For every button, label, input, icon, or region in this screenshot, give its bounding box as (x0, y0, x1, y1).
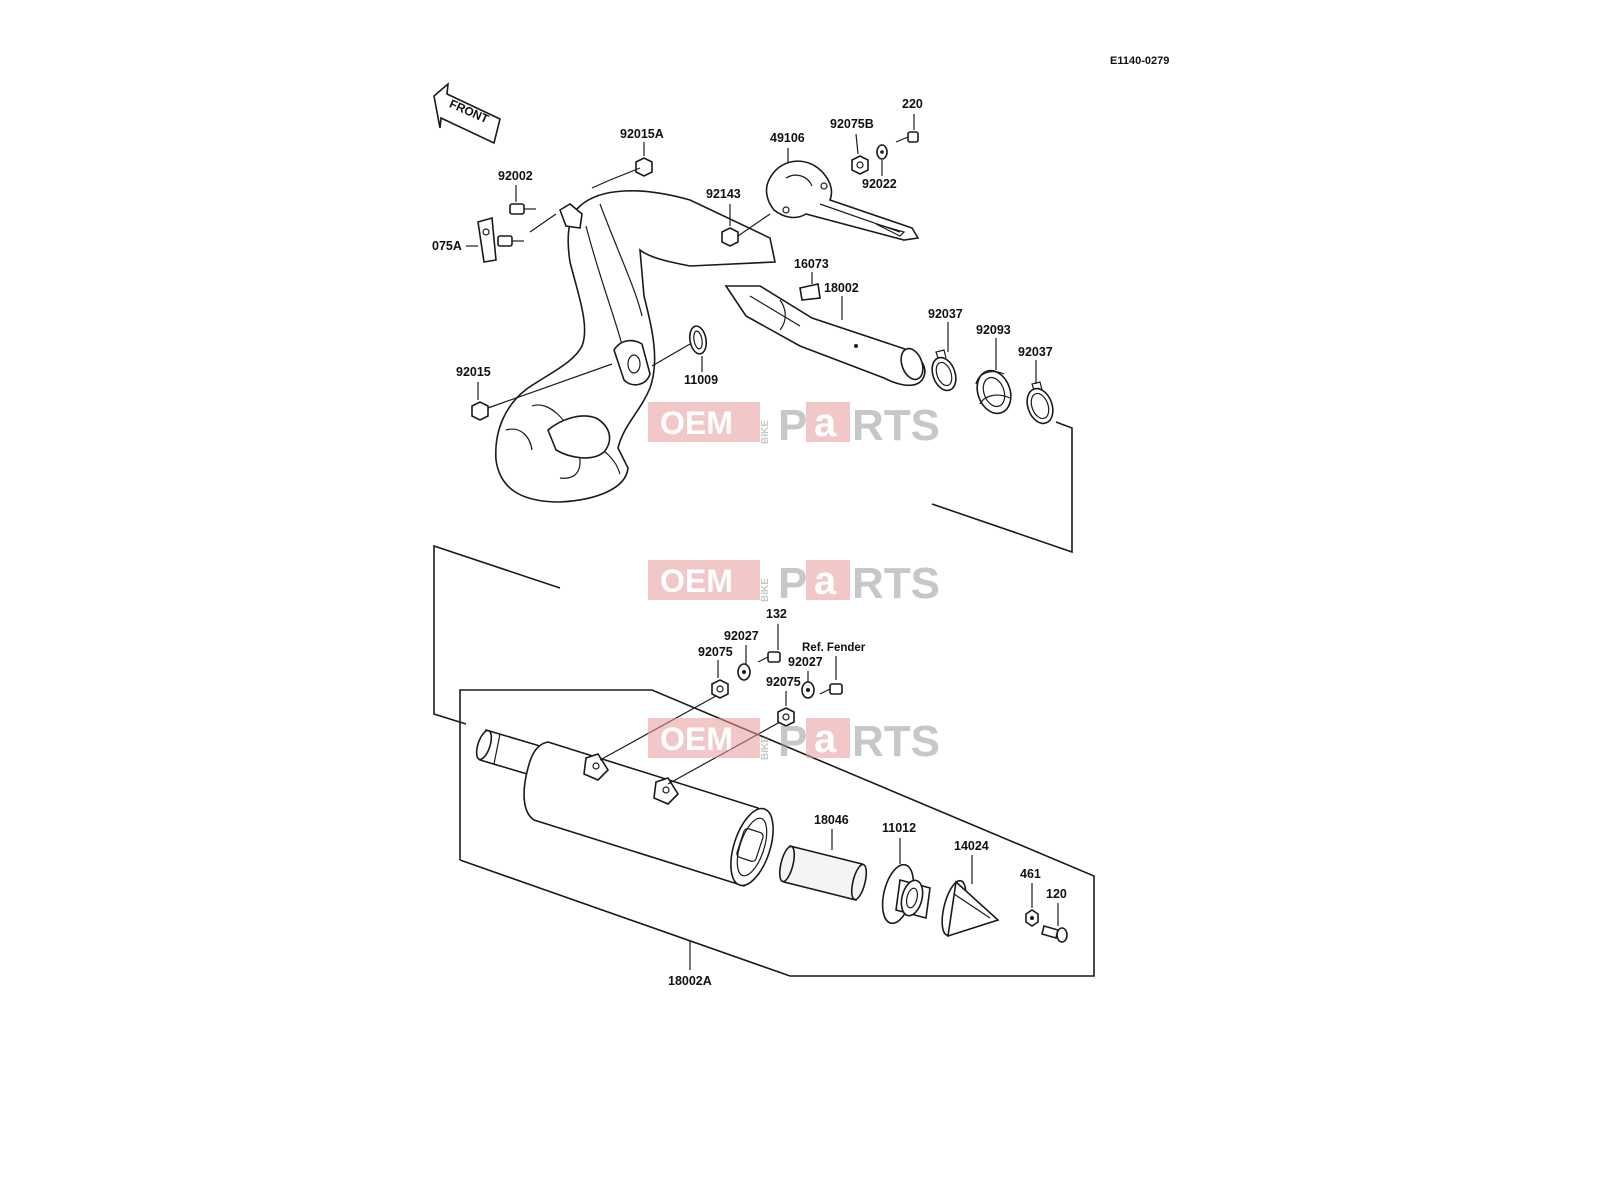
label-92143: 92143 (706, 187, 741, 201)
watermark-oem: OEM (660, 563, 733, 599)
watermark-p: P (778, 559, 807, 608)
label-92037b: 92037 (1018, 345, 1053, 359)
grommet-92075B-icon (851, 155, 869, 175)
label-92075a: 92075 (698, 645, 733, 659)
label-92002: 92002 (498, 169, 533, 183)
label-92075B: 92075B (830, 117, 874, 131)
watermark-oem: OEM (660, 405, 733, 441)
bolt-ref-fender-icon (819, 683, 843, 695)
label-49106: 49106 (770, 131, 805, 145)
label-92093: 92093 (976, 323, 1011, 337)
label-120: 120 (1046, 887, 1067, 901)
watermark-bike: BIKE (760, 736, 771, 760)
nut-92015-icon (471, 401, 489, 421)
label-92015: 92015 (456, 365, 491, 379)
collar-92143-icon (721, 227, 739, 247)
watermark-2: OEM BIKE P a RTS (648, 559, 940, 608)
label-461: 461 (1020, 867, 1041, 881)
label-92022: 92022 (862, 177, 897, 191)
label-11009: 11009 (684, 373, 718, 387)
pad-16073-icon (799, 283, 821, 301)
watermark-rts: RTS (852, 559, 940, 608)
label-92075b: 92075 (766, 675, 801, 689)
expansion-chamber (495, 190, 926, 503)
grommet-92075b-icon (777, 707, 795, 727)
label-132: 132 (766, 607, 787, 621)
label-92027b: 92027 (788, 655, 823, 669)
bracket-075A-icon (477, 216, 524, 263)
watermark-a: a (814, 401, 837, 445)
joint-group-frame (931, 421, 1073, 554)
section-link-line (433, 544, 561, 725)
ref-fender-note: Ref. Fender (802, 642, 866, 654)
silencer-body (475, 728, 774, 888)
heat-guard-49106-icon (765, 160, 920, 241)
watermark-a: a (814, 559, 837, 603)
bolt-220-icon (895, 131, 919, 143)
washer-461-icon (1025, 909, 1039, 927)
watermark-bike: BIKE (760, 420, 771, 444)
washer-92022-icon (876, 144, 888, 160)
label-92037a: 92037 (928, 307, 963, 321)
end-cap-14024-icon (941, 879, 1000, 938)
watermark-rts: RTS (852, 401, 940, 450)
label-92015A: 92015A (620, 127, 664, 141)
watermark-p: P (778, 717, 807, 766)
clamp-92037a-icon (931, 349, 957, 392)
bolt-120-icon (1041, 925, 1068, 943)
label-18002: 18002 (824, 281, 859, 295)
clamp-92037b-icon (1026, 381, 1054, 425)
front-arrow-icon: FRONT (433, 82, 501, 145)
watermark-3: OEM BIKE P a RTS (648, 717, 940, 766)
label-075A: 075A (432, 239, 462, 253)
watermark-oem: OEM (660, 721, 733, 757)
label-220: 220 (902, 97, 923, 111)
bolt-132-icon (757, 651, 781, 663)
watermark-bike: BIKE (760, 578, 771, 602)
diagram-code: E1140-0279 (1110, 55, 1169, 67)
label-92027a: 92027 (724, 629, 759, 643)
grommet-92075a-icon (711, 679, 729, 699)
watermark-1: OEM BIKE P a RTS (648, 401, 940, 450)
collar-92027a-icon (737, 663, 751, 681)
watermark-rts: RTS (852, 717, 940, 766)
watermark-a: a (814, 717, 837, 761)
bolt-92002-icon (509, 203, 536, 215)
watermark-p: P (778, 401, 807, 450)
label-16073: 16073 (794, 257, 829, 271)
label-18002A: 18002A (668, 974, 712, 988)
packing-18046-icon (778, 845, 868, 901)
label-11012: 11012 (882, 821, 916, 835)
nut-92015A-icon (635, 157, 653, 177)
gasket-11009-icon (688, 325, 708, 355)
sleeve-92093-icon (975, 369, 1012, 415)
label-18046: 18046 (814, 813, 849, 827)
label-14024: 14024 (954, 839, 989, 853)
collar-92027b-icon (801, 681, 815, 699)
silencer-group-frame (459, 689, 1095, 977)
gasket-11012-icon (881, 863, 931, 925)
